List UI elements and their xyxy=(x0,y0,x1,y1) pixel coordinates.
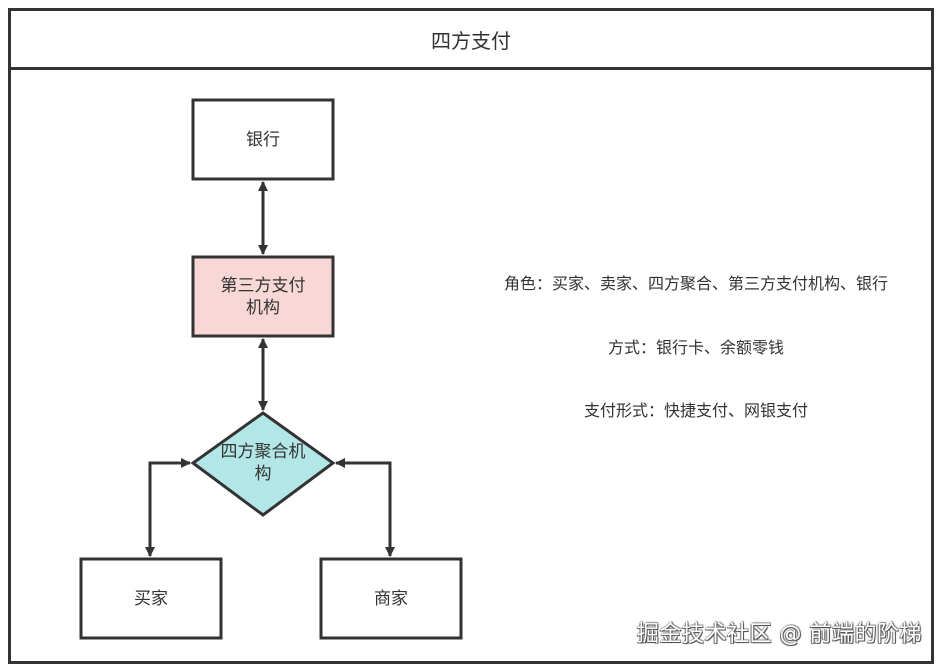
node-aggregator[interactable] xyxy=(190,411,336,517)
aggregator-label-line2: 构 xyxy=(254,464,272,484)
merchant-label-text: 商家 xyxy=(374,588,408,609)
bank-label-text: 银行 xyxy=(246,129,280,150)
node-third-party[interactable] xyxy=(191,255,335,338)
third-party-label-line2: 机构 xyxy=(246,297,280,318)
info-roles: 角色：买家、卖家、四方聚合、第三方支付机构、银行 xyxy=(503,274,888,293)
node-aggregator-label: 四方聚合机 构 xyxy=(193,430,333,496)
third-party-label-line1: 第三方支付 xyxy=(220,275,306,296)
aggregator-label-line1: 四方聚合机 xyxy=(220,442,306,462)
node-buyer[interactable] xyxy=(79,557,223,640)
info-methods: 方式：银行卡、余额零钱 xyxy=(607,338,784,357)
buyer-label-text: 买家 xyxy=(134,588,168,609)
node-merchant-label: 商家 xyxy=(321,559,461,638)
node-merchant[interactable] xyxy=(319,557,463,640)
edge-aggregator-buyer xyxy=(145,458,191,557)
node-bank[interactable] xyxy=(191,98,335,181)
edge-aggregator-merchant xyxy=(335,458,395,557)
node-bank-label: 银行 xyxy=(193,100,333,179)
watermark: 掘金技术社区 @ 前端的阶梯 xyxy=(637,622,922,647)
diagram-frame: 四方支付 xyxy=(8,8,934,664)
node-buyer-label: 买家 xyxy=(81,559,221,638)
diagram-title: 四方支付 xyxy=(11,11,931,70)
node-third-party-label: 第三方支付 机构 xyxy=(193,257,333,336)
info-forms: 支付形式：快捷支付、网银支付 xyxy=(583,401,808,420)
